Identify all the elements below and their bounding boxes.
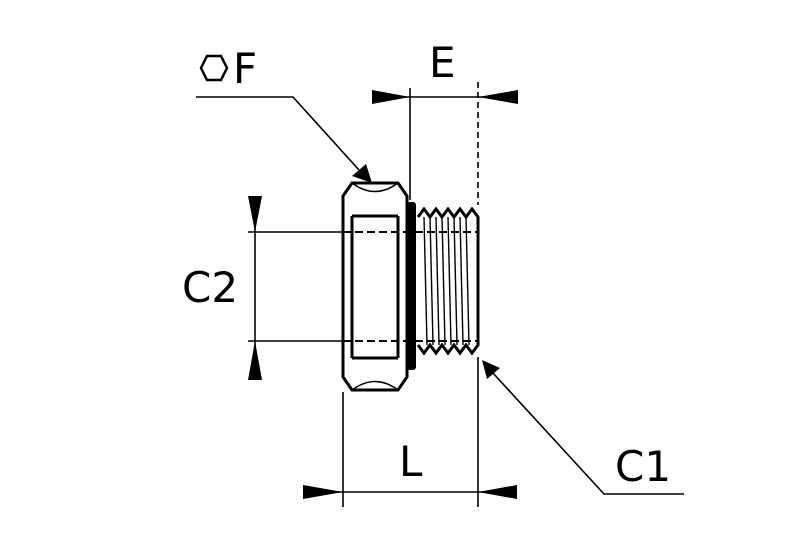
label-l: L [399, 437, 423, 486]
leader-f [196, 96, 372, 183]
label-f: F [233, 44, 257, 93]
label-e: E [429, 38, 456, 87]
label-c1: C1 [615, 442, 671, 491]
dimension-e [372, 90, 518, 104]
hexagon-icon [199, 54, 229, 82]
leader-c1 [482, 360, 684, 495]
dimension-c2 [248, 196, 262, 380]
seal-ring [407, 202, 416, 370]
hex-body [341, 181, 409, 392]
threaded-stem [416, 206, 480, 356]
extension-lines [248, 82, 479, 507]
bore-hidden-lines [343, 231, 478, 342]
dimension-l [303, 485, 517, 499]
label-c2: C2 [182, 263, 238, 312]
